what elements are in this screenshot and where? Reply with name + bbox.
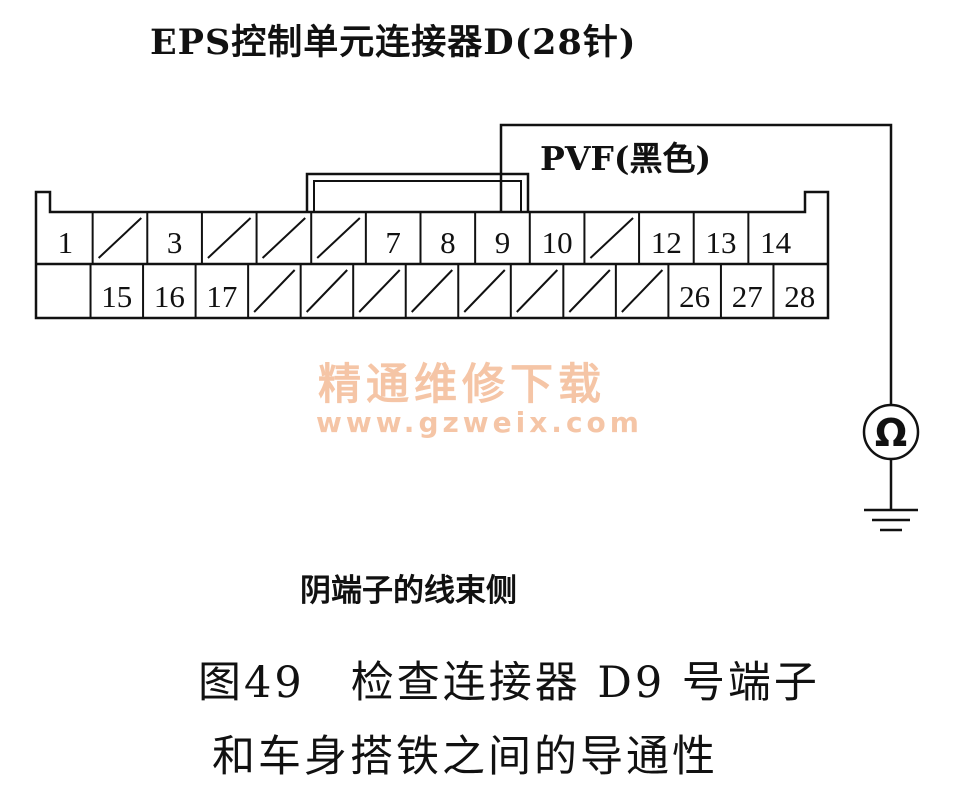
unused-pin-slash	[305, 269, 348, 313]
empty-pin-cell	[247, 264, 296, 318]
empty-pin-cell	[457, 264, 506, 318]
figure-caption-line1: 图49 检查连接器 D9 号端子	[198, 658, 820, 708]
figure-caption-line2: 和车身搭铁之间的导通性	[212, 732, 718, 782]
unused-pin-slash	[411, 269, 453, 313]
unused-pin-slash	[207, 217, 252, 259]
empty-pin-cell	[310, 212, 361, 264]
pin-cell-13: 13	[692, 212, 737, 264]
tester-wire	[499, 123, 893, 405]
pin-cell-26: 26	[667, 264, 710, 318]
empty-pin-cell	[91, 212, 142, 264]
pin-number: 13	[706, 225, 737, 260]
unused-pin-slash	[253, 269, 296, 313]
pin-number: 17	[206, 279, 237, 314]
pin-cell-12: 12	[638, 212, 682, 264]
pin-number: 26	[679, 279, 710, 314]
pin-number: 8	[440, 225, 456, 260]
connector-title: EPS控制单元连接器D(28针)	[150, 22, 637, 63]
empty-pin-cell	[509, 264, 559, 318]
pin-cell-8: 8	[419, 212, 456, 264]
pin-number: 7	[385, 225, 401, 260]
pin-number: 16	[154, 279, 185, 314]
unused-pin-slash	[568, 269, 611, 313]
unused-pin-slash	[621, 269, 664, 313]
pin-cell-28: 28	[772, 264, 815, 318]
harness-side-label: 阴端子的线束侧	[300, 573, 517, 609]
locking-tab-inner	[313, 180, 522, 212]
connector-housing	[34, 190, 830, 320]
pin-number: 1	[58, 225, 74, 260]
pin-number: 12	[651, 225, 682, 260]
empty-pin-cell	[255, 212, 306, 264]
pin-number: 14	[760, 225, 792, 260]
pin-number: 28	[784, 279, 815, 314]
pin-cell-15: 15	[89, 264, 132, 318]
watermark-url: www.gzweix.com	[316, 406, 643, 439]
unused-pin-slash	[516, 269, 559, 313]
pin-cell-1: 1	[58, 225, 74, 260]
pin-number: 27	[732, 279, 763, 314]
unused-pin-slash	[589, 217, 634, 259]
pin-cell-7: 7	[364, 212, 401, 264]
empty-pin-cell	[404, 264, 453, 318]
unused-pin-slash	[316, 217, 361, 259]
pin-cell-27: 27	[719, 264, 763, 318]
empty-pin-cell	[299, 264, 348, 318]
pin-cell-17: 17	[194, 264, 237, 318]
unused-pin-slash	[261, 217, 306, 259]
empty-pin-cell	[200, 212, 252, 264]
pin-number: 3	[167, 225, 183, 260]
unused-pin-slash	[463, 269, 506, 313]
pin-cell-10: 10	[528, 212, 573, 264]
connector-bottom-row: 15 16 17 26 27 28	[89, 264, 815, 318]
empty-pin-cell	[614, 264, 664, 318]
empty-pin-cell	[352, 264, 401, 318]
unused-pin-slash	[97, 217, 142, 259]
pin-number: 10	[542, 225, 573, 260]
pin-number: 15	[101, 279, 132, 314]
wire-label: PVF(黑色)	[540, 139, 712, 178]
pin-cell-9: 9	[474, 212, 511, 264]
pin-cell-16: 16	[142, 264, 185, 318]
ohm-icon: Ω	[875, 411, 907, 455]
pin-cell-14: 14	[747, 212, 792, 264]
pin-cell-3: 3	[146, 212, 183, 264]
locking-tab	[305, 172, 530, 212]
empty-pin-cell	[562, 264, 611, 318]
watermark-text: 精通维修下载	[318, 360, 606, 410]
pin-number: 9	[495, 225, 511, 260]
empty-pin-cell	[583, 212, 634, 264]
unused-pin-slash	[358, 269, 401, 313]
